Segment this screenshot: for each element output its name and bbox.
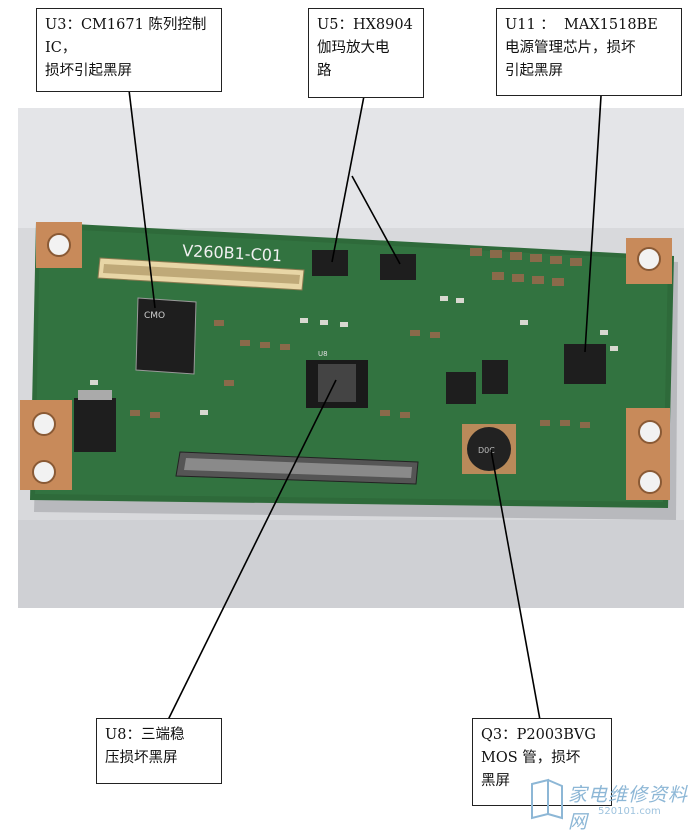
callout-u5-line-3: 路 [317, 63, 332, 79]
callout-u5: U5：HX8904 伽玛放大电 路 [308, 8, 424, 98]
chip-u3: CMO [135, 297, 197, 375]
leader-u5-a [331, 95, 365, 263]
inductor-label: D0C [478, 446, 495, 455]
callout-u8-line-1: U8：三端稳 [105, 727, 185, 743]
leader-u11 [584, 95, 602, 353]
callout-q3-line-1: Q3：P2003BVG [481, 727, 596, 743]
callout-u3: U3：CM1671 陈列控制 IC， 损坏引起黑屏 [36, 8, 222, 92]
leader-lines [128, 89, 602, 721]
chip-q3 [446, 360, 508, 404]
callout-u11-line-3: 引起黑屏 [505, 63, 563, 79]
chip-u8: U8 [306, 350, 368, 408]
smd-components [130, 248, 590, 428]
callout-u3-line-2: IC， [45, 40, 77, 56]
callout-u5-line-2: 伽玛放大电 [317, 40, 390, 56]
chip-u5 [312, 250, 416, 280]
left-regulator [74, 390, 116, 452]
callout-u3-line-3: 损坏引起黑屏 [45, 63, 132, 79]
smd-small [90, 296, 618, 415]
callout-q3: Q3：P2003BVG MOS 管，损坏 黑屏 [472, 718, 612, 806]
callout-q3-line-3: 黑屏 [481, 773, 510, 789]
callout-u11: U11 ： MAX1518BE 电源管理芯片，损坏 引起黑屏 [496, 8, 682, 96]
leader-u5-b [351, 175, 401, 265]
leader-u3 [128, 89, 156, 309]
leader-u8 [167, 379, 337, 721]
watermark: 家电维修资料网 520101.com [528, 778, 698, 833]
chip-u3-label: CMO [144, 311, 165, 321]
callout-u11-line-1: U11 ： MAX1518BE [505, 17, 658, 33]
mounting-pads [20, 222, 672, 500]
watermark-url: 520101.com [598, 806, 661, 817]
callout-q3-line-2: MOS 管，损坏 [481, 750, 581, 766]
watermark-logo-icon [531, 778, 563, 820]
callout-u5-line-1: U5：HX8904 [317, 17, 413, 33]
bottom-connector [175, 451, 419, 485]
callout-u8: U8：三端稳 压损坏黑屏 [96, 718, 222, 784]
chip-u8-label: U8 [318, 350, 328, 358]
leader-q3 [490, 449, 541, 721]
callout-u8-line-2: 压损坏黑屏 [105, 750, 178, 766]
callout-u3-line-1: U3：CM1671 陈列控制 [45, 17, 207, 33]
callout-u11-line-2: 电源管理芯片，损坏 [505, 40, 636, 56]
inductor: D0C [462, 424, 516, 474]
